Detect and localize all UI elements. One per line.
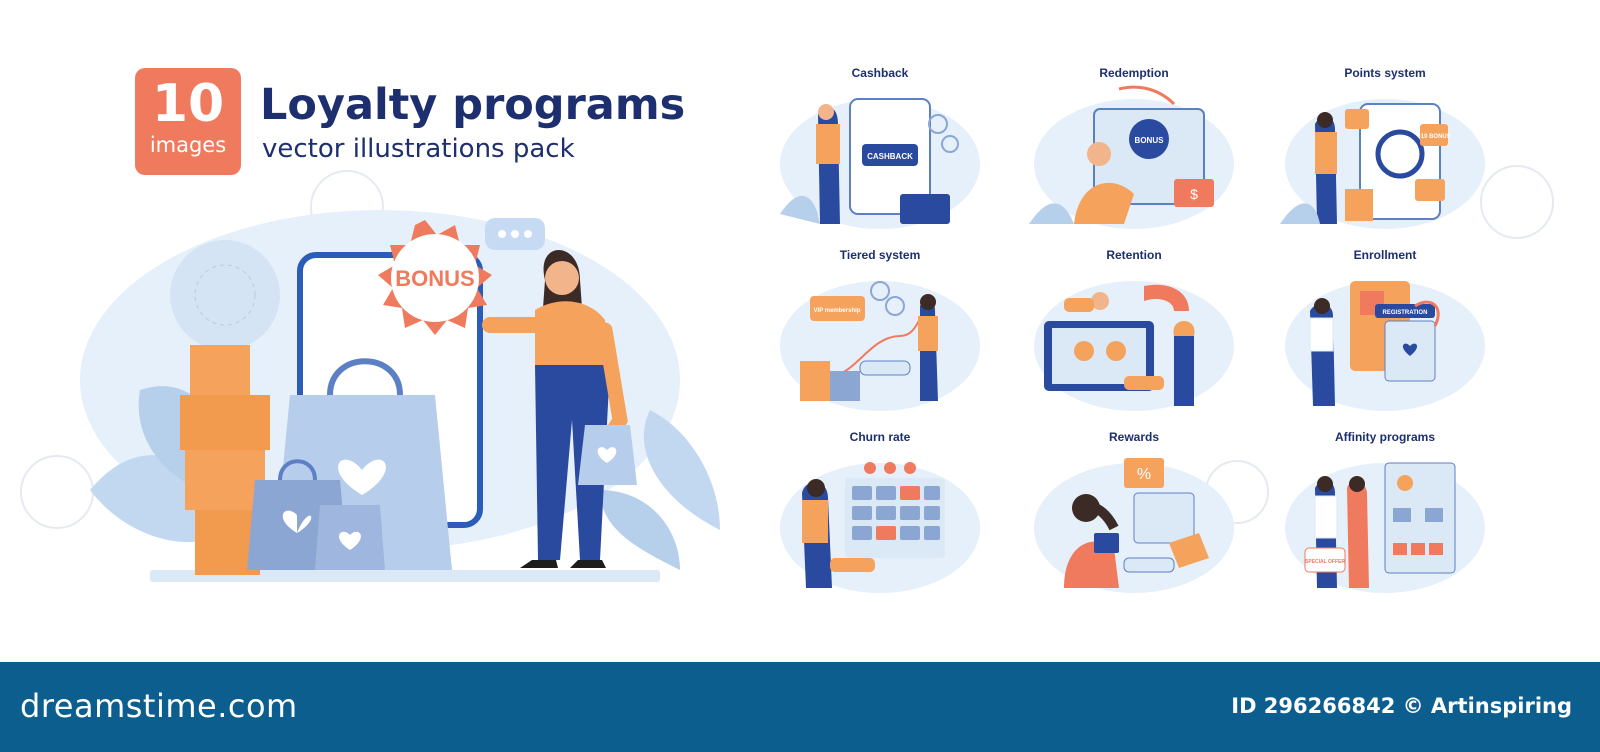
image-count-label: images	[149, 133, 227, 157]
parcel-box	[180, 395, 270, 450]
thumbnail-cashback: Cashback CASHBACK	[770, 66, 990, 236]
pack-title: Loyalty programs	[260, 80, 686, 130]
thumbnail-caption: Points system	[1344, 66, 1426, 80]
thumbnail-caption: Retention	[1106, 248, 1162, 262]
image-count-number: 10	[151, 74, 225, 134]
thumbnail-rewards: Rewards %	[1024, 430, 1244, 600]
leaf-right	[600, 490, 680, 570]
svg-text:$: $	[1190, 186, 1198, 202]
woman-figure	[482, 250, 637, 568]
thumbnail-tiered-system: Tiered system VIP membership	[770, 248, 990, 418]
parcel-box	[185, 450, 265, 510]
registration-label: REGISTRATION	[1383, 310, 1428, 316]
thumbnail-caption: Affinity programs	[1334, 430, 1435, 444]
bonus-label: BONUS	[395, 266, 474, 291]
thumbnail-points-system: Points system +10 BONUS	[1275, 66, 1495, 236]
thumbnail-caption: Enrollment	[1353, 248, 1417, 262]
watermark-swirl	[1480, 165, 1554, 239]
thumbnail-affinity-programs: Affinity programs SPECIAL OFFER	[1275, 430, 1495, 600]
image-credit: ID 296266842 © Artinspiring	[1231, 694, 1572, 718]
site-logo: dreamstime.com	[20, 687, 298, 725]
pack-subtitle: vector illustrations pack	[262, 134, 575, 164]
thumbnail-retention: Retention	[1024, 248, 1244, 418]
thumbnail-churn-rate: Churn rate	[770, 430, 990, 600]
vip-membership-label: VIP membership	[814, 308, 861, 314]
thumbnail-caption: Tiered system	[839, 248, 921, 262]
thumbnail-caption: Rewards	[1108, 430, 1160, 444]
thumbnail-caption: Cashback	[851, 66, 909, 80]
image-count-badge: 10 images	[135, 68, 241, 175]
cashback-label: CASHBACK	[867, 152, 913, 161]
rewards-percent: %	[1137, 466, 1151, 483]
illustration-canvas: 10 images Loyalty programs vector illust…	[20, 66, 1554, 600]
special-offer-label: SPECIAL OFFER	[1305, 559, 1345, 565]
parcel-box	[190, 345, 250, 395]
thumbnail-enrollment: Enrollment REGISTRATION	[1275, 248, 1495, 418]
redemption-bonus-label: BONUS	[1135, 136, 1165, 145]
leaf-right	[643, 410, 720, 530]
hero-illustration: BONUS	[80, 210, 720, 582]
thumbnail-redemption: Redemption BONUS $	[1024, 66, 1244, 236]
watermark-footer: dreamstime.com ID 296266842 © Artinspiri…	[0, 662, 1600, 752]
thumbnail-caption: Churn rate	[849, 430, 911, 444]
points-bonus-label: +10 BONUS	[1417, 134, 1451, 140]
thumbnail-caption: Redemption	[1099, 66, 1169, 80]
